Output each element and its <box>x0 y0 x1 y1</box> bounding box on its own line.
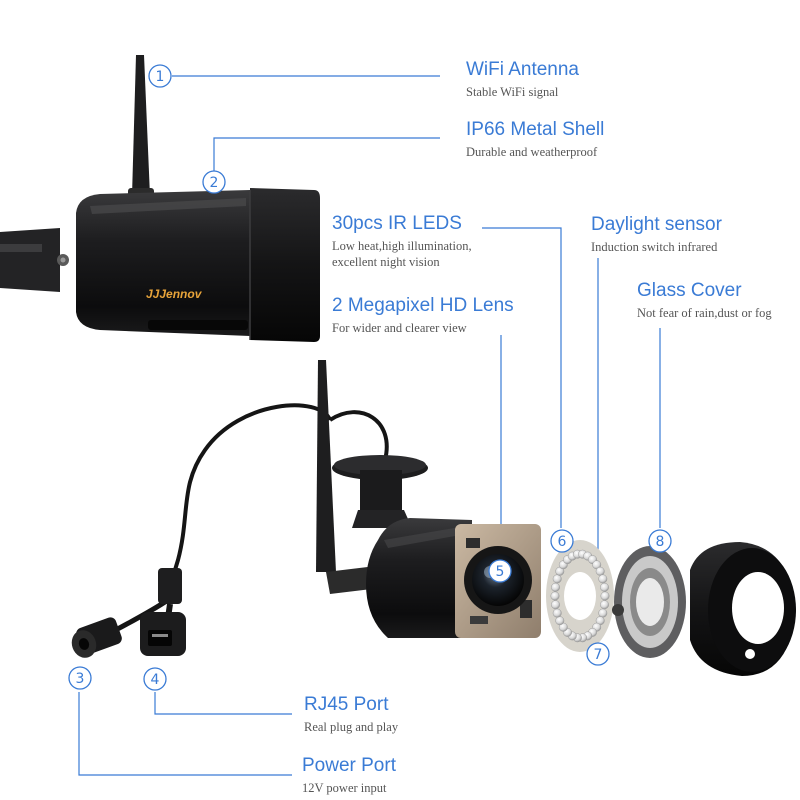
callout-glass-cover: Glass Cover Not fear of rain,dust or fog <box>637 280 772 321</box>
svg-text:4: 4 <box>151 672 160 688</box>
svg-text:2: 2 <box>210 175 219 191</box>
callout-marker-3: 3 <box>68 666 92 690</box>
callout-power-port: Power Port 12V power input <box>302 755 396 796</box>
svg-text:6: 6 <box>558 534 567 550</box>
callout-title: Glass Cover <box>637 280 742 301</box>
callout-title: RJ45 Port <box>304 694 389 715</box>
callout-title: 2 Megapixel HD Lens <box>332 295 514 316</box>
ir-leds <box>550 549 610 643</box>
top-antenna <box>132 55 150 196</box>
callout-metal-shell: IP66 Metal Shell Durable and weatherproo… <box>466 119 604 160</box>
brand-logo: JJJennov <box>146 287 201 301</box>
ir-led <box>551 582 560 592</box>
front-hood <box>690 542 796 676</box>
assembled-camera <box>0 55 320 342</box>
ir-led <box>550 591 560 601</box>
callout-subtitle: Real plug and play <box>304 720 399 734</box>
callout-subtitle: 12V power input <box>302 781 387 795</box>
power-connector <box>71 597 170 658</box>
callout-marker-8: 8 <box>648 529 672 553</box>
callout-subtitle: Stable WiFi signal <box>466 85 559 99</box>
callout-daylight-sensor: Daylight sensor Induction switch infrare… <box>591 214 722 255</box>
callout-title: WiFi Antenna <box>466 59 579 80</box>
callout-marker-2: 2 <box>202 170 226 194</box>
callout-title: Power Port <box>302 755 396 776</box>
glass-cover-ring <box>612 546 686 658</box>
leader-3 <box>78 692 292 776</box>
callout-hd-lens: 2 Megapixel HD Lens For wider and cleare… <box>332 295 514 336</box>
callout-title: 30pcs IR LEDS <box>332 213 462 234</box>
ir-led <box>551 600 560 610</box>
callout-marker-4: 4 <box>143 667 167 691</box>
top-hood <box>250 188 320 342</box>
callout-marker-1: 1 <box>148 64 172 88</box>
callout-ir-leds: 30pcs IR LEDS Low heat,high illumination… <box>332 213 472 270</box>
svg-text:7: 7 <box>594 647 603 663</box>
ir-led <box>600 591 610 601</box>
callout-subtitle: Low heat,high illumination, <box>332 239 472 253</box>
ir-led <box>600 582 609 592</box>
leader-6 <box>482 227 562 528</box>
callout-subtitle: For wider and clearer view <box>332 321 467 335</box>
leader-lines <box>78 75 661 776</box>
ir-led <box>552 574 562 584</box>
leader-2 <box>213 137 440 172</box>
brand-name: Jennov <box>159 287 202 301</box>
callout-subtitle-2: excellent night vision <box>332 255 440 269</box>
ir-led <box>598 608 608 618</box>
bottom-antenna <box>316 360 336 572</box>
ir-led <box>595 566 605 576</box>
ir-led <box>598 574 608 584</box>
svg-text:1: 1 <box>156 69 165 85</box>
callout-subtitle: Induction switch infrared <box>591 240 718 254</box>
ir-led <box>555 616 565 626</box>
svg-text:3: 3 <box>76 671 85 687</box>
callout-title: Daylight sensor <box>591 214 722 235</box>
ir-led-ring <box>546 540 614 652</box>
callout-numbers: 1 2 3 4 5 6 7 8 <box>68 64 672 691</box>
callout-title: IP66 Metal Shell <box>466 119 605 140</box>
ir-led <box>600 600 609 610</box>
callout-rj45-port: RJ45 Port Real plug and play <box>304 694 398 735</box>
top-mount-arm <box>0 228 60 292</box>
callout-wifi-antenna: WiFi Antenna Stable WiFi signal <box>466 59 579 100</box>
exploded-camera <box>316 360 541 638</box>
top-body <box>76 190 250 336</box>
callout-subtitle: Not fear of rain,dust or fog <box>637 306 772 320</box>
callout-marker-6: 6 <box>550 529 574 553</box>
brand-logo-mark: JJ <box>146 287 160 301</box>
data-cable <box>166 403 332 601</box>
svg-text:8: 8 <box>656 534 665 550</box>
callout-marker-7: 7 <box>586 642 610 666</box>
rj45-connector <box>140 568 186 656</box>
callout-marker-5: 5 <box>488 559 512 583</box>
svg-text:5: 5 <box>496 564 505 580</box>
callout-subtitle: Durable and weatherproof <box>466 145 598 159</box>
ir-led <box>552 608 562 618</box>
bottom-body <box>366 518 472 638</box>
leader-4 <box>154 692 292 715</box>
